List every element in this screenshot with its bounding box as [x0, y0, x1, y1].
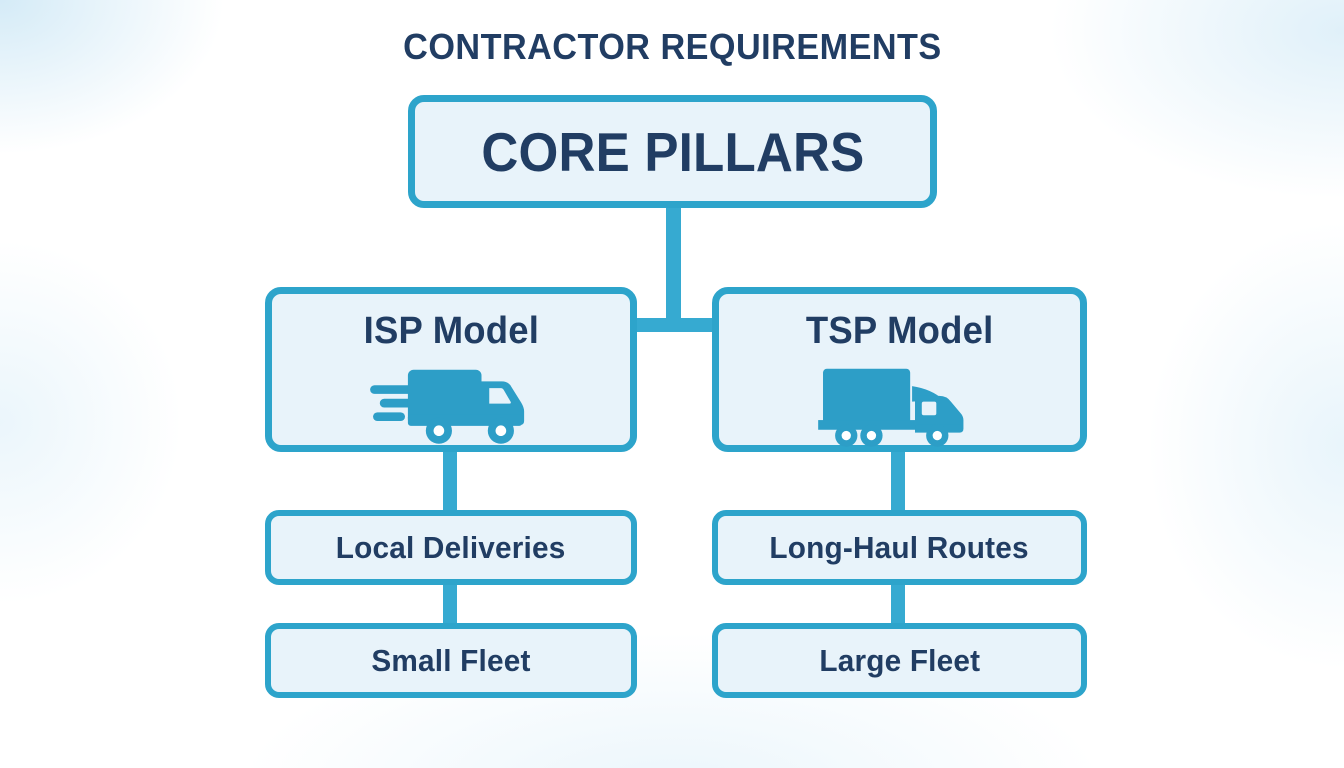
connector-root-vertical — [666, 200, 681, 332]
connector-branch-crossbar — [634, 318, 716, 332]
small-fleet-label: Small Fleet — [371, 642, 531, 678]
page-title: CONTRACTOR REQUIREMENTS — [0, 26, 1344, 68]
connector-local-to-small — [443, 580, 457, 630]
long-haul-routes-label: Long-Haul Routes — [769, 529, 1030, 565]
core-pillars-label: CORE PILLARS — [480, 120, 865, 183]
tsp-model-label: TSP Model — [805, 310, 994, 352]
local-deliveries-box: Local Deliveries — [265, 510, 637, 585]
semi-truck-icon — [810, 361, 990, 453]
large-fleet-label: Large Fleet — [819, 642, 980, 678]
delivery-van-icon — [361, 361, 541, 453]
connector-longhaul-to-large — [891, 580, 905, 630]
isp-model-label: ISP Model — [363, 310, 539, 352]
large-fleet-box: Large Fleet — [712, 623, 1087, 698]
local-deliveries-label: Local Deliveries — [336, 529, 566, 565]
core-pillars-box: CORE PILLARS — [408, 95, 937, 208]
small-fleet-box: Small Fleet — [265, 623, 637, 698]
connector-isp-to-local — [443, 446, 457, 516]
page-title-text: CONTRACTOR REQUIREMENTS — [402, 26, 942, 67]
connector-tsp-to-longhaul — [891, 446, 905, 516]
long-haul-routes-box: Long-Haul Routes — [712, 510, 1087, 585]
isp-model-box: ISP Model — [265, 287, 637, 452]
tsp-model-box: TSP Model — [712, 287, 1087, 452]
